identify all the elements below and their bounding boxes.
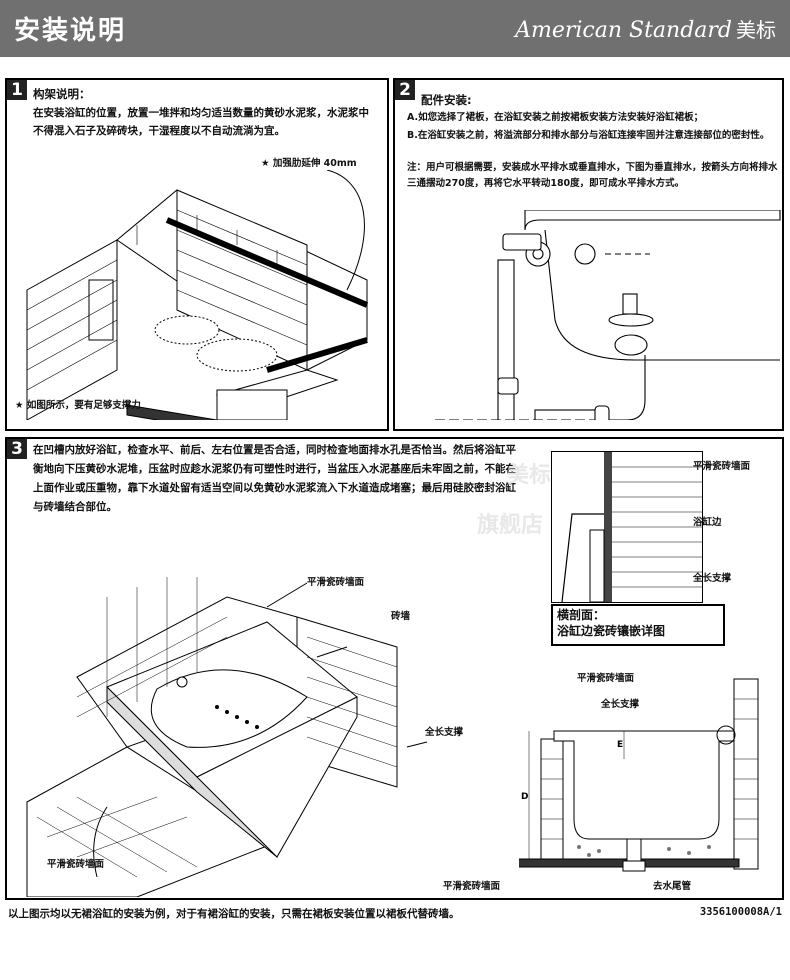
watermark-brand: 美标 <box>507 463 552 488</box>
drain-assembly-illustration: 2 1 <box>435 210 781 420</box>
panel2-title: 配件安装: <box>421 93 472 107</box>
panel-fitting-installation: 2 配件安装: A.如您选择了裙板，在浴缸安装之前按裙板安装方法安装好浴缸裙板；… <box>393 78 784 431</box>
tub-installation-illustration <box>26 577 428 897</box>
brand-name-cn: 美标 <box>736 18 776 42</box>
section-label-tile-wall: 平滑瓷砖墙面 <box>577 673 635 684</box>
panel2-item-a: A.如您选择了裙板，在浴缸安装之前按裙板安装方法安装好浴缸裙板； <box>407 112 704 123</box>
dimension-e: E <box>617 740 623 750</box>
footer-note: 以上图示均以无裙浴缸的安装为例，对于有裙浴缸的安装，只需在裙板安装位置以裙板代替… <box>8 908 460 920</box>
mortar-heap-2 <box>196 338 278 372</box>
panel-frame-structure: 1 构架说明： 在安装浴缸的位置，放置一堆拌和均匀适当数量的黄砂水泥浆，水泥浆中… <box>5 78 389 431</box>
note-rib-extension: ★ 加强肋延伸 40mm <box>261 158 357 169</box>
detail-label-tile-wall: 平滑瓷砖墙面 <box>693 461 751 472</box>
document-code: 3356100008A/1 <box>699 906 782 918</box>
step-number-3: 3 <box>7 439 27 459</box>
cross-section-drawing: E D <box>519 678 759 872</box>
panel3-text: 在凹槽内放好浴缸，检查水平、前后、左右位置是否合适，同时检查地面排水孔是否恰当。… <box>33 444 516 513</box>
section-label-floor-tile: 平滑瓷砖墙面 <box>443 881 501 892</box>
dimension-d: D <box>521 792 528 802</box>
panel2-note: 注：用户可根据需要，安装成水平排水或垂直排水，下图为垂直排水，按箭头方向将排水三… <box>407 162 778 189</box>
brand-name-en: American Standard <box>515 18 732 43</box>
step-number-1: 1 <box>7 80 27 100</box>
detail-label-tub-edge: 浴缸边 <box>693 517 722 528</box>
label-full-support: 全长支撑 <box>425 727 464 738</box>
label-brick-wall: 砖墙 <box>391 611 411 622</box>
panel1-title: 构架说明： <box>33 87 91 101</box>
mortar-heap-1 <box>154 315 220 345</box>
detail-label-full-support: 全长支撑 <box>693 573 732 584</box>
page-title: 安装说明 <box>14 16 127 46</box>
section-label-drain-tail: 去水尾管 <box>653 881 692 892</box>
step-number-2: 2 <box>395 80 415 100</box>
watermark-store: 旗舰店 <box>477 513 544 538</box>
brick-frame-illustration <box>26 170 369 420</box>
detail-caption-box: 横剖面： 浴缸边瓷砖镶嵌详图 <box>551 604 725 646</box>
label-tile-wall-top: 平滑瓷砖墙面 <box>307 577 365 588</box>
detail-inset <box>551 451 703 603</box>
panel-tub-placement: 3 在凹槽内放好浴缸，检查水平、前后、左右位置是否合适，同时检查地面排水孔是否恰… <box>5 437 784 900</box>
detail-caption-line2: 浴缸边瓷砖镶嵌详图 <box>557 624 666 638</box>
note-sufficient-support: ★ 如图所示，要有足够支撑力 <box>15 400 141 411</box>
panel2-item-b: B.在浴缸安装之前，将溢流部分和排水部分与浴缸连接牢固并注意连接部位的密封性。 <box>407 130 770 141</box>
detail-caption-line1: 横剖面： <box>557 608 606 622</box>
section-label-full-support: 全长支撑 <box>601 699 640 710</box>
label-tile-floor: 平滑瓷砖墙面 <box>47 859 105 870</box>
panel1-text: 在安装浴缸的位置，放置一堆拌和均匀适当数量的黄砂水泥浆，水泥浆中不得混入石子及碎… <box>33 107 369 137</box>
